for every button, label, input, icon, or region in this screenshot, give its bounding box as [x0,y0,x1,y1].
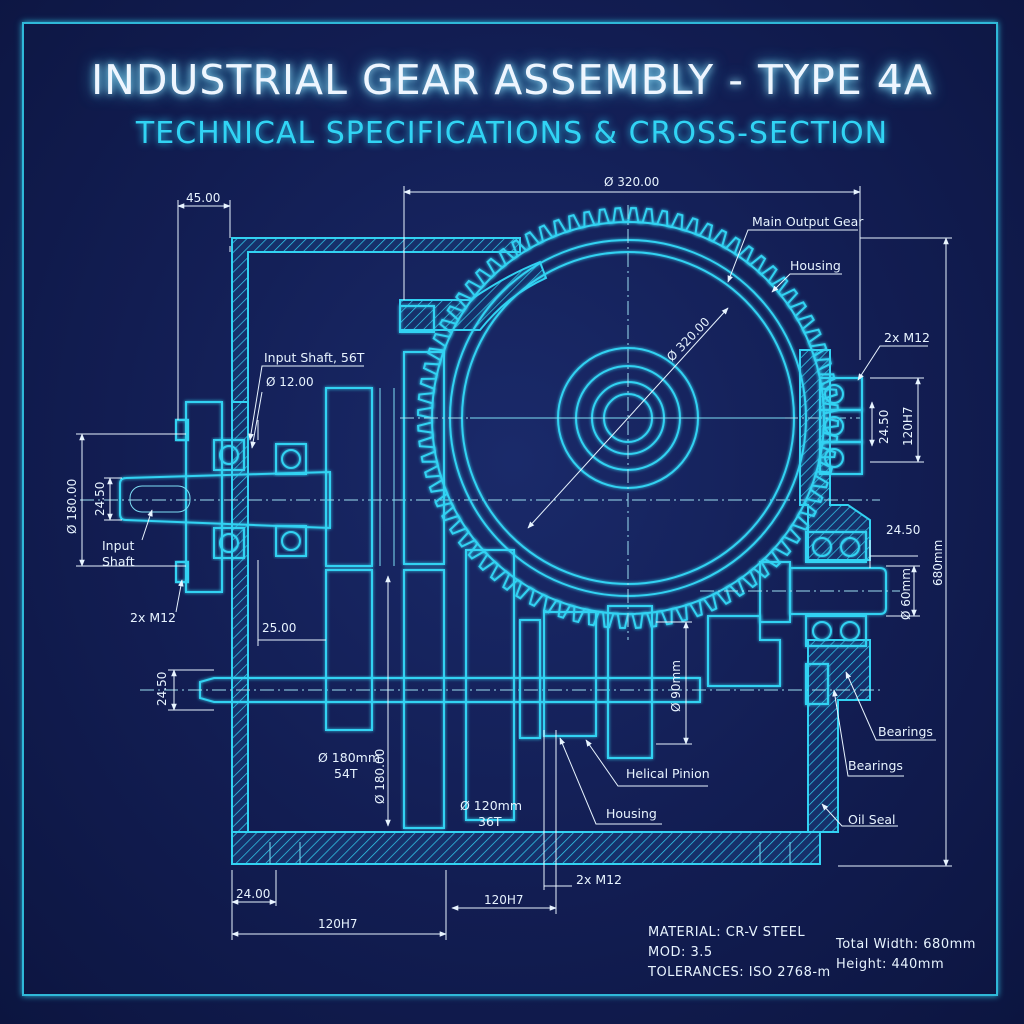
housing-left-wall [231,401,249,849]
bearing-right-mid [805,531,867,563]
gear-120-36t [465,549,515,821]
dim-120h7-mid: 120H7 [484,893,524,907]
housing-right-lower [807,639,871,833]
main-gear-diameter-line [527,307,729,529]
label-gear-180-teeth: 54T [334,766,358,781]
label-input-shaft-56t: Input Shaft, 56T [264,350,365,365]
low-shaft [199,677,701,703]
shaft-keyway [129,485,191,513]
dim-12: Ø 12.00 [266,375,314,389]
bearing-inner-top [275,443,307,475]
label-housing-bottom: Housing [606,806,657,821]
drawing-border [22,22,998,996]
dim-top-diameter: Ø 320.00 [604,175,659,189]
label-m12-left: 2x M12 [130,610,176,625]
label-input-shaft-line1: Input [102,538,134,553]
note-tolerances: TOLERANCES: ISO 2768-m [647,965,831,980]
label-gear-120-diameter: Ø 120mm [460,798,522,813]
intermediate-gear-upper [403,351,445,565]
label-m12-right-top: 2x M12 [884,330,930,345]
dim-120h7-right: 120H7 [901,406,915,446]
bearing-right-upper-3 [819,441,863,475]
dim-24-50-low: 24.50 [155,672,169,706]
label-m12-bottom: 2x M12 [576,872,622,887]
spec-notes: MATERIAL: CR-V STEEL MOD: 3.5 TOLERANCES… [647,925,976,980]
label-oil-seal: Oil Seal [848,812,896,827]
page-subtitle: TECHNICAL SPECIFICATIONS & CROSS-SECTION [135,116,889,151]
dim-180-vert: Ø 180.00 [373,749,387,804]
bearing-left-bottom [213,527,245,559]
output-pinion [759,561,791,623]
flange-bolt-top [175,419,189,441]
label-input-shaft-line2: Shaft [102,554,135,569]
label-housing-top: Housing [790,258,841,273]
input-shaft [119,470,331,530]
helical-pinion-gear [543,611,597,737]
input-flange [80,401,880,703]
label-bearings-1: Bearings [878,724,933,739]
intermediate-gear-lower [403,569,445,829]
dim-60: Ø 60mm [899,568,913,620]
main-gear-diameter-label: Ø 320.00 [664,315,712,364]
label-gear-180-diameter: Ø 180mm [318,750,380,765]
page-title: INDUSTRIAL GEAR ASSEMBLY - TYPE 4A [91,56,933,104]
output-shaft [789,567,887,615]
bearing-right-low [805,615,867,647]
housing-base [231,831,821,865]
housing-arch [399,260,548,331]
callout-labels: Main Output Gear Housing 2x M12 Input Sh… [102,214,933,887]
label-gear-120-teeth: 36T [478,814,502,829]
input-gear-56t [325,387,373,567]
label-main-output-gear: Main Output Gear [752,214,864,229]
dim-180-left: Ø 180.00 [65,479,79,534]
housing [231,237,871,865]
pinion-gear-right [607,605,653,759]
dim-24-50-left: 24.50 [93,482,107,516]
oil-seal-ring [805,663,829,705]
dim-680: 680mm [931,540,945,586]
housing-boss [399,305,435,333]
spacer [519,619,541,739]
gear-180-54t [325,569,373,731]
output-shaft-assembly [700,377,900,705]
dim-120h7-bottom: 120H7 [318,917,358,931]
note-mod: MOD: 3.5 [648,945,713,960]
dim-24-50-right: 24.50 [877,410,891,444]
leader-lines [141,229,936,827]
output-coupler [707,615,781,687]
dim-90: Ø 90mm [669,660,683,712]
dim-25: 25.00 [262,621,296,635]
label-bearings-2: Bearings [848,758,903,773]
flange-plate [185,401,223,593]
bearing-inner-bottom [275,525,307,557]
dim-24: 24.00 [236,887,270,901]
note-material: MATERIAL: CR-V STEEL [648,925,805,940]
note-total-width: Total Width: 680mm [835,937,976,952]
dimension-labels: Ø 320.00 45.00 Ø 12.00 Ø 180.00 24.50 25… [65,175,945,931]
gear-stacks [325,351,653,829]
dimension-lines [76,186,952,940]
bearing-left-top [213,439,245,471]
dim-45: 45.00 [186,191,220,205]
note-height: Height: 440mm [836,957,944,972]
label-helical-pinion: Helical Pinion [626,766,710,781]
dim-24-50-right-low: 24.50 [886,523,920,537]
